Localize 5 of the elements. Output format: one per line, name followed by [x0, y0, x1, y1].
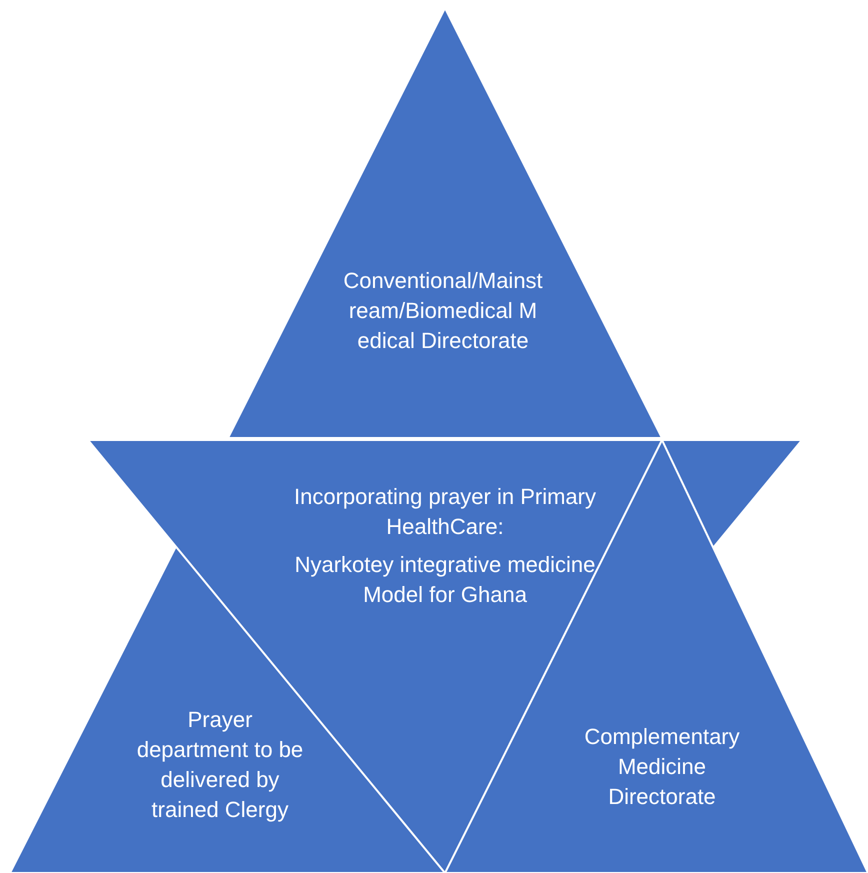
triangle-label: Incorporating prayer in Primary HealthCare: — [292, 483, 597, 541]
triangle-label: Nyarkotey integrative medicine Model for Ghana — [294, 551, 596, 609]
triangle-label: Prayer department to be delivered by trained Clergy — [136, 706, 304, 824]
triangle-label: Complementary Medicine Directorate — [583, 723, 741, 811]
triangle-label: Conventional/Mainstream/Biomedical Medical Directorate — [343, 267, 543, 355]
